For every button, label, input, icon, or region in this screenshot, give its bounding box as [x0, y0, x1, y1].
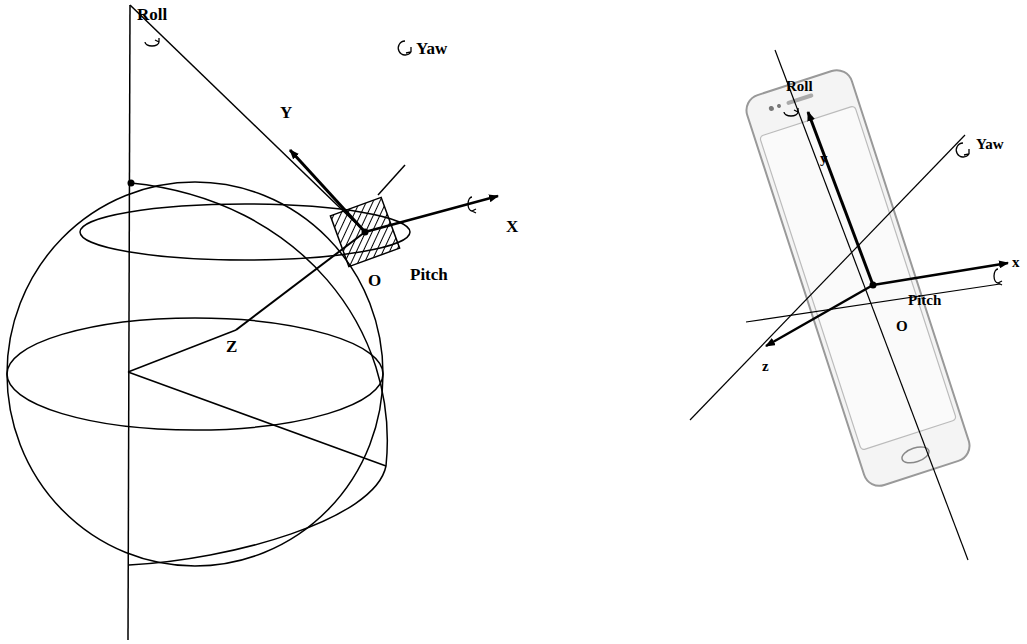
axis-name: Roll [137, 6, 167, 25]
axis-letter: Y [280, 104, 292, 123]
phone-axes-lines [690, 50, 1000, 560]
origin-letter: O [368, 272, 381, 291]
axis-name: Yaw [976, 136, 1004, 153]
axes [236, 150, 498, 330]
axis-letter: y [820, 150, 828, 167]
axis-letter: x [1012, 254, 1020, 271]
sphere [7, 5, 410, 640]
axis-letter: z [762, 358, 769, 375]
axis-name: Pitch [908, 292, 941, 309]
axis-letter: X [506, 218, 518, 237]
phone-rotation-icons [784, 108, 1002, 285]
phone-axes [766, 112, 1008, 346]
axis-letter: Z [226, 338, 237, 357]
axis-name: Yaw [416, 40, 447, 59]
hatched-plate [330, 197, 399, 266]
origin-letter: O [896, 318, 908, 335]
axis-name: Pitch [410, 266, 448, 285]
axis-name: Roll [786, 78, 813, 95]
rotation-icons [145, 38, 476, 213]
phone [742, 66, 973, 490]
